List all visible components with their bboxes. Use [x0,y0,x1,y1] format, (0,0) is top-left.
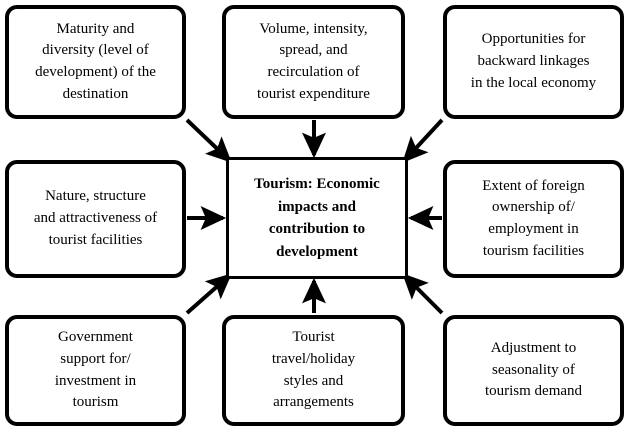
arrow-government-support-to-center [185,273,232,315]
node-label: Tourist travel/holiday styles and arrang… [271,329,356,411]
node-center-tourism-economic-impacts[interactable]: Tourism: Economic impacts and contributi… [226,157,408,279]
node-backward-linkages[interactable]: Opportunities for backward linkages in t… [443,5,624,119]
arrow-backward-linkages-to-center [402,118,444,163]
node-government-support[interactable]: Government support for/ investment in to… [5,315,186,426]
node-maturity-diversity[interactable]: Maturity and diversity (level of develop… [5,5,186,119]
node-label: Maturity and diversity (level of develop… [35,20,156,102]
node-seasonality[interactable]: Adjustment to seasonality of tourism dem… [443,315,624,426]
node-label: Government support for/ investment in to… [54,329,137,411]
node-label: Nature, structure and attractiveness of … [33,188,158,248]
node-tourist-facilities[interactable]: Nature, structure and attractiveness of … [5,160,186,278]
node-label: Adjustment to seasonality of tourism dem… [484,339,583,400]
arrow-maturity-diversity-to-center [185,118,232,163]
node-label: Tourism: Economic impacts and contributi… [254,176,380,260]
node-foreign-ownership[interactable]: Extent of foreign ownership of/ employme… [443,160,624,278]
node-travel-styles[interactable]: Tourist travel/holiday styles and arrang… [222,315,405,426]
node-label: Volume, intensity, spread, and recircula… [257,20,370,102]
node-label: Extent of foreign ownership of/ employme… [482,177,585,259]
node-volume-intensity[interactable]: Volume, intensity, spread, and recircula… [222,5,405,119]
node-label: Opportunities for backward linkages in t… [470,31,597,91]
arrow-seasonality-to-center [402,273,444,315]
